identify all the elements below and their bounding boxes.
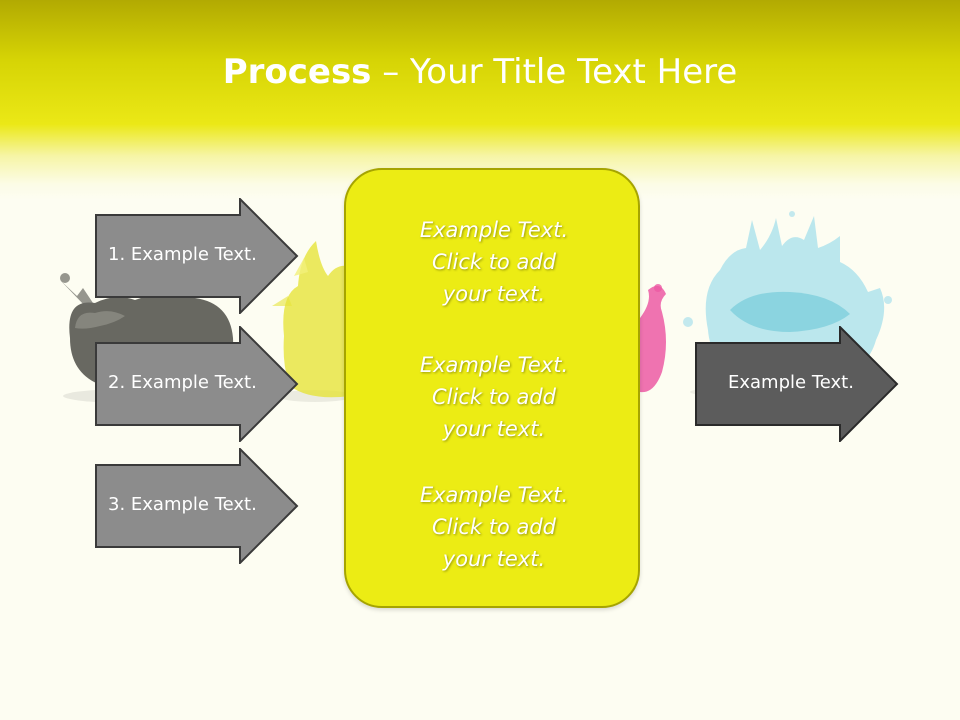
title-bold: Process <box>222 52 372 92</box>
center-text-block-3: Example Text. Click to add your text. <box>346 479 642 575</box>
process-step-arrow-2[interactable]: 2. Example Text. <box>95 326 299 442</box>
result-arrow[interactable]: Example Text. <box>695 326 899 442</box>
header-band <box>0 0 960 200</box>
text-line: your text. <box>442 282 546 306</box>
text-line: Example Text. <box>419 353 569 377</box>
text-line: Click to add <box>431 385 556 409</box>
text-line: Example Text. <box>419 483 569 507</box>
arrow-shape <box>95 448 299 564</box>
text-line: Click to add <box>431 250 556 274</box>
arrow-shape <box>95 326 299 442</box>
slide-title[interactable]: Process – Your Title Text Here <box>0 52 960 92</box>
process-step-arrow-3[interactable]: 3. Example Text. <box>95 448 299 564</box>
center-text-box[interactable]: Example Text. Click to add your text. Ex… <box>344 168 640 608</box>
text-line: your text. <box>442 547 546 571</box>
process-step-arrow-1[interactable]: 1. Example Text. <box>95 198 299 314</box>
arrow-shape <box>695 326 899 442</box>
arrow-shape <box>95 198 299 314</box>
magenta-paint-splash <box>640 284 666 393</box>
arrow-label: 3. Example Text. <box>108 494 257 515</box>
title-rest: – Your Title Text Here <box>371 52 738 92</box>
arrow-label: 2. Example Text. <box>108 372 257 393</box>
arrow-label: 1. Example Text. <box>108 244 257 265</box>
center-text-block-1: Example Text. Click to add your text. <box>346 214 642 310</box>
text-line: your text. <box>442 417 546 441</box>
yellow-paint-splash <box>272 241 350 402</box>
arrow-label: Example Text. <box>728 372 854 393</box>
text-line: Click to add <box>431 515 556 539</box>
center-text-block-2: Example Text. Click to add your text. <box>346 349 642 445</box>
text-line: Example Text. <box>419 218 569 242</box>
